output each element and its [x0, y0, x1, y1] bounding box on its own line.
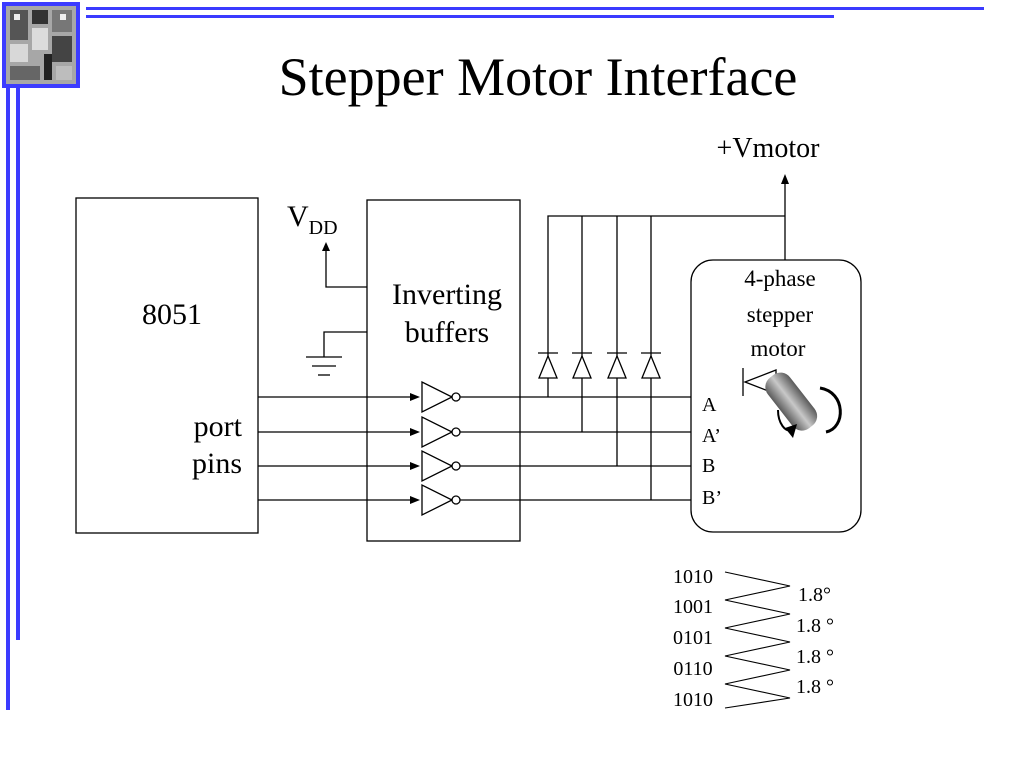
phase-label-b: B: [702, 455, 715, 477]
step-angle: 1.8 °: [796, 615, 834, 637]
step-angle: 1.8 °: [796, 646, 834, 668]
step-code: 0110: [673, 658, 712, 680]
pins-label: pins: [192, 447, 242, 480]
microcontroller-name: 8051: [142, 298, 202, 331]
vmotor-label: +Vmotor: [717, 133, 821, 164]
vmotor-connection: +Vmotor: [717, 133, 821, 260]
step-code: 1010: [673, 689, 713, 711]
slide-frame: [6, 7, 984, 710]
flyback-diodes: [538, 215, 785, 500]
vdd-connection: VDD: [287, 200, 367, 288]
phase-wires: [460, 396, 692, 501]
ground-symbol: [306, 331, 367, 376]
chip-logo: [2, 2, 80, 88]
page-title: Stepper Motor Interface: [279, 47, 798, 107]
phase-label-a-prime: A’: [702, 425, 721, 447]
step-zigzag: [724, 571, 791, 709]
motor-label-line3: motor: [751, 336, 806, 361]
vdd-label: VDD: [287, 200, 338, 239]
step-code: 1001: [673, 596, 713, 618]
rotation-arrow-icon: [777, 386, 842, 438]
phase-label-a: A: [702, 394, 717, 416]
inverter-symbols: [421, 380, 461, 517]
step-code: 0101: [673, 627, 713, 649]
phase-label-b-prime: B’: [702, 487, 722, 509]
motor-shaft-icon: [742, 368, 818, 431]
motor-label-line1: 4-phase: [744, 266, 816, 291]
step-code: 1010: [673, 566, 713, 588]
step-angle: 1.8 °: [796, 676, 834, 698]
port-pin-arrows: [258, 393, 420, 504]
step-sequence: 1010 1001 0101 0110 1010 1.8° 1.8 ° 1.8 …: [673, 566, 834, 711]
buffer-label-line1: Inverting: [392, 278, 502, 311]
step-angle: 1.8°: [798, 584, 831, 606]
port-label: port: [194, 410, 243, 443]
buffer-label-line2: buffers: [405, 316, 489, 349]
microcontroller-block: 8051 port pins: [75, 197, 259, 534]
motor-label-line2: stepper: [747, 302, 814, 327]
buffer-block: Inverting buffers: [366, 199, 521, 542]
